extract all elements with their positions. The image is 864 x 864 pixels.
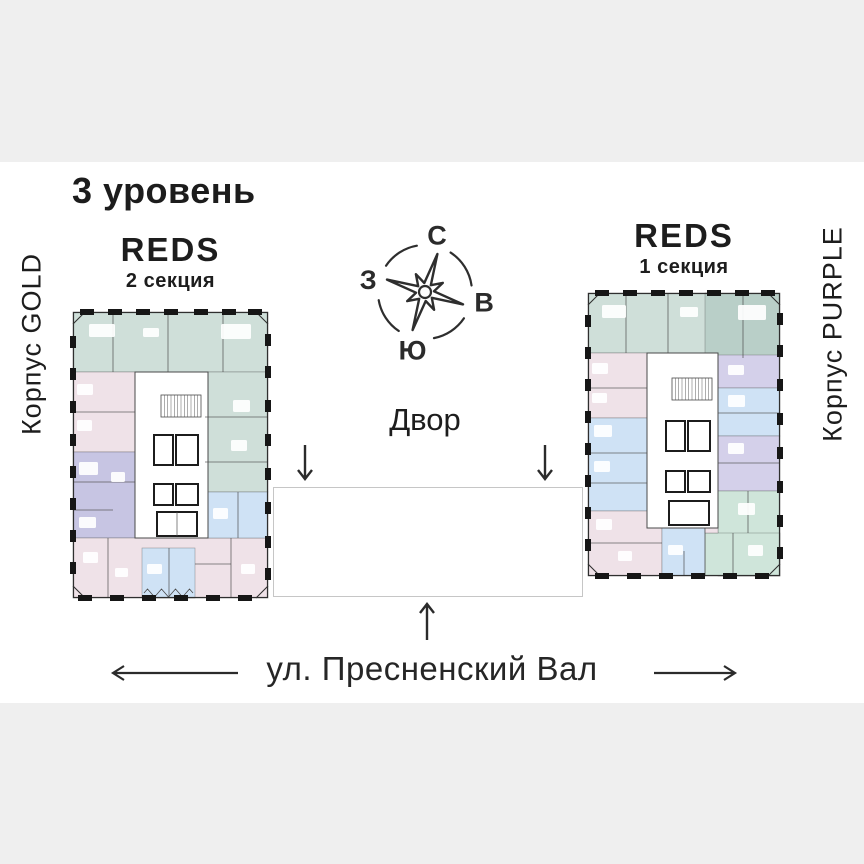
floorplan-section-1 [585, 290, 783, 579]
wing-label-right: Корпус PURPLE [817, 226, 848, 442]
wing-label-left: Корпус GOLD [16, 252, 47, 436]
bottom-gray-band [0, 703, 864, 864]
building-left-header: REDS 2 секция [73, 231, 268, 292]
compass-letter-south: Ю [399, 336, 427, 366]
street-entrance-arrow-up [419, 602, 435, 640]
courtyard-outline [273, 487, 583, 597]
building-right-header: REDS 1 секция [588, 217, 780, 278]
street-arrow-right [654, 665, 738, 681]
street-arrow-left [110, 665, 238, 681]
compass-letter-east: В [474, 287, 494, 317]
compass-letter-north: С [427, 220, 447, 250]
page-title: 3 уровень [72, 170, 256, 211]
section-left: 2 секция [125, 269, 216, 292]
floorplan-section-2 [70, 309, 271, 601]
courtyard-label: Двор [389, 402, 461, 437]
entrance-arrow-down-right [537, 445, 553, 481]
compass-icon: С В Ю З [360, 220, 494, 365]
brand-left: REDS [120, 231, 221, 268]
compass-letter-west: З [360, 265, 377, 295]
brand-right: REDS [634, 217, 734, 254]
street-label: ул. Пресненский Вал [266, 650, 598, 687]
entrance-arrow-down-left [297, 445, 313, 481]
section-right: 1 секция [639, 255, 729, 278]
top-gray-band [0, 0, 864, 162]
